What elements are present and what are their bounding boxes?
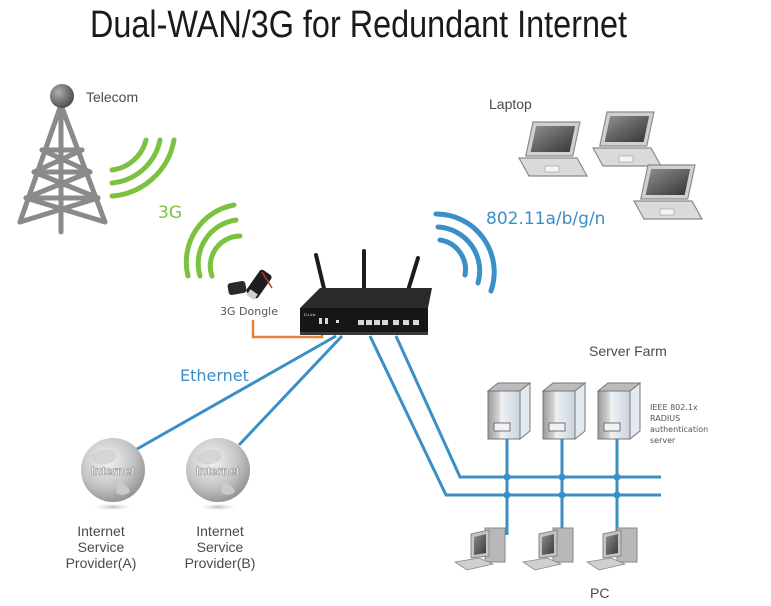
lan-link-pc-bus bbox=[368, 335, 661, 497]
laptop-label: Laptop bbox=[489, 96, 532, 112]
junction-dot bbox=[613, 473, 621, 481]
wifi-standard-label: 802.11a/b/g/n bbox=[486, 209, 605, 229]
junction-dot bbox=[503, 491, 511, 499]
tower-beacon-icon bbox=[50, 84, 74, 108]
router-icon: D-Link bbox=[300, 249, 432, 335]
server-icon bbox=[596, 381, 642, 441]
isp-a-label-line: Internet bbox=[77, 523, 125, 539]
server-group bbox=[486, 381, 642, 441]
globe-text: Internet bbox=[196, 464, 240, 478]
isp-a: Internet Internet Service Provider(A) bbox=[66, 438, 145, 571]
server-icon bbox=[486, 381, 532, 441]
isp-a-label-line: Service bbox=[78, 539, 125, 555]
ethernet-label: Ethernet bbox=[180, 366, 249, 385]
radius-label: IEEE 802.1x RADIUS authentication server bbox=[650, 403, 708, 445]
isp-b-label-line: Service bbox=[197, 539, 244, 555]
server-icon bbox=[541, 381, 587, 441]
pc-label: PC bbox=[590, 585, 609, 601]
isp-b-label-line: Internet bbox=[196, 523, 244, 539]
3g-signal-waves-dongle bbox=[183, 202, 243, 279]
junction-dot bbox=[613, 491, 621, 499]
junction-dot bbox=[503, 473, 511, 481]
isp-a-label-line: Provider(A) bbox=[66, 555, 137, 571]
junction-dot bbox=[558, 473, 566, 481]
radius-label-line: authentication bbox=[650, 425, 708, 434]
dongle-label: 3G Dongle bbox=[220, 305, 278, 318]
isp-b-label-line: Provider(B) bbox=[185, 555, 256, 571]
ethernet-links bbox=[136, 334, 661, 535]
laptop-group bbox=[517, 111, 704, 220]
ethernet-link-isp-b bbox=[237, 334, 344, 447]
radius-label-line: RADIUS bbox=[650, 414, 680, 423]
isp-b: Internet Internet Service Provider(B) bbox=[185, 438, 256, 571]
pc-group bbox=[453, 527, 638, 571]
svg-text:D-Link: D-Link bbox=[304, 312, 316, 317]
lan-link-server-bus bbox=[394, 335, 661, 479]
ethernet-link-isp-a bbox=[136, 334, 337, 451]
page-title: Dual-WAN/3G for Redundant Internet bbox=[90, 4, 627, 46]
telecom-label: Telecom bbox=[86, 89, 138, 105]
wifi-signal-waves bbox=[433, 211, 497, 294]
junction-dot bbox=[558, 491, 566, 499]
radius-label-line: IEEE 802.1x bbox=[650, 403, 698, 412]
radius-label-line: server bbox=[650, 436, 676, 445]
3g-label: 3G bbox=[158, 203, 182, 223]
globe-text: Internet bbox=[91, 464, 135, 478]
cell-tower-icon bbox=[17, 102, 108, 235]
desktop-pc-icon bbox=[453, 527, 506, 571]
usb-dongle-icon bbox=[227, 269, 273, 301]
desktop-pc-icon bbox=[521, 527, 574, 571]
desktop-pc-icon bbox=[585, 527, 638, 571]
3g-signal-waves-tower bbox=[109, 137, 177, 199]
bus-junctions bbox=[503, 473, 621, 499]
laptop-icon bbox=[591, 111, 663, 167]
laptop-icon bbox=[517, 121, 589, 177]
laptop-icon bbox=[632, 164, 704, 220]
server-farm-label: Server Farm bbox=[589, 343, 667, 359]
